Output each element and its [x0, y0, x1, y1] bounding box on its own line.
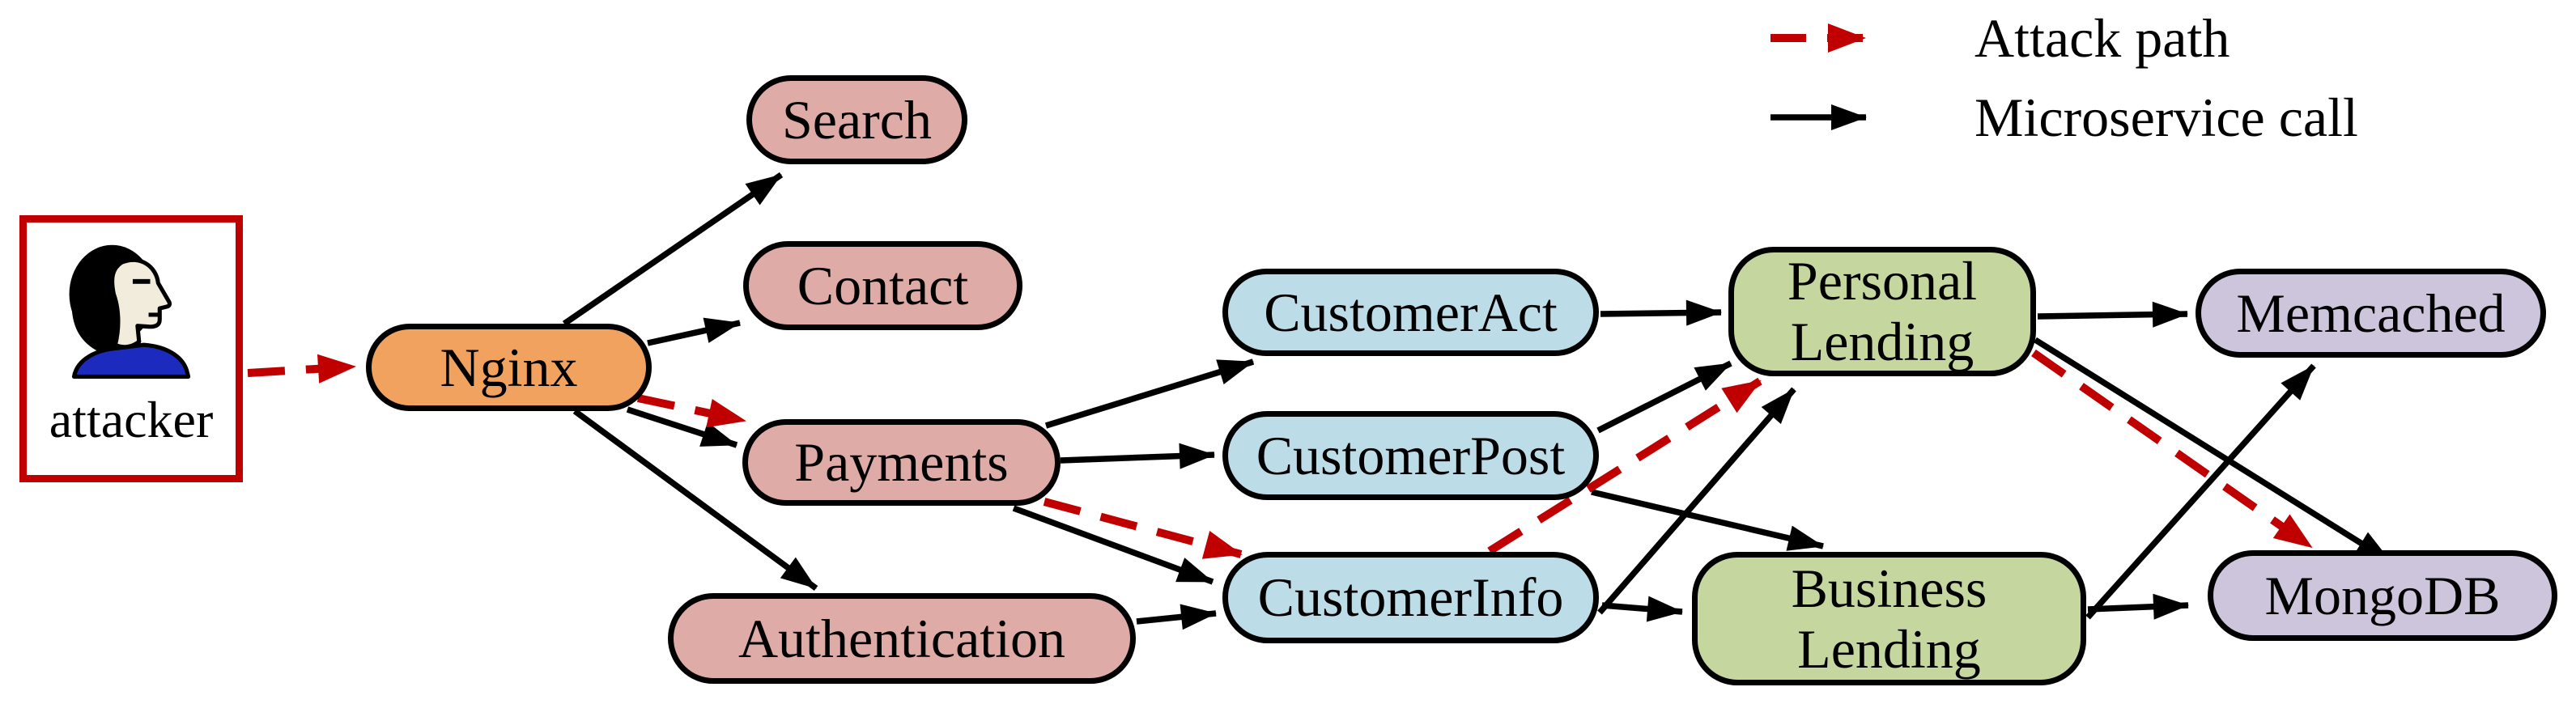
edge-nginx-payments: [626, 406, 738, 448]
node-mongodb: MongoDB: [2208, 550, 2557, 641]
edge-customerinfo-business: [1601, 596, 1683, 622]
microservice-call-arrow-icon: [1770, 104, 1867, 130]
node-payments-label: Payments: [794, 431, 1009, 494]
edge-personal-mongodb: [2034, 337, 2392, 565]
node-nginx: Nginx: [366, 324, 652, 411]
node-personal-lending: Personal Lending: [1728, 247, 2036, 376]
attacker-node: attacker: [19, 215, 243, 482]
node-search: Search: [746, 75, 967, 164]
edge-personal-memcached: [2037, 301, 2188, 328]
node-authentication: Authentication: [668, 593, 1136, 684]
node-business-lending-label: Business Lending: [1791, 557, 1987, 680]
legend-microservice-call-label: Microservice call: [1975, 87, 2358, 148]
node-nginx-label: Nginx: [440, 336, 578, 398]
node-personal-lending-label: Personal Lending: [1787, 250, 1978, 372]
node-business-lending: Business Lending: [1692, 552, 2086, 685]
attack-edge-payments-customerinfo: [1043, 498, 1243, 559]
attack-edge-customerinfo-personal: [1487, 377, 1762, 555]
legend: Attack path Microservice call: [1769, 5, 2358, 151]
node-mongodb-label: MongoDB: [2264, 564, 2501, 626]
node-customerpost-label: CustomerPost: [1256, 424, 1566, 486]
node-memcached-label: Memcached: [2236, 282, 2506, 344]
node-customeract-label: CustomerAct: [1264, 281, 1558, 343]
attack-edge-personal-mongodb: [2031, 349, 2314, 551]
node-contact: Contact: [743, 241, 1022, 330]
edge-business-memcached: [2085, 363, 2316, 620]
edge-nginx-authentication: [572, 408, 818, 592]
node-contact-label: Contact: [797, 254, 969, 316]
edge-nginx-contact: [647, 317, 741, 346]
edge-payments-customerpost: [1060, 443, 1215, 469]
attack-edge-attacker-nginx: [247, 354, 356, 384]
node-customeract: CustomerAct: [1222, 269, 1599, 356]
node-memcached: Memcached: [2196, 269, 2546, 358]
edge-authentication-customerinfo: [1136, 604, 1217, 630]
attack-edge-nginx-payments: [636, 394, 746, 428]
node-customerpost: CustomerPost: [1222, 411, 1599, 500]
attacker-person-icon: [69, 244, 191, 379]
edge-nginx-search: [562, 172, 784, 327]
edge-customerinfo-personal: [1597, 387, 1796, 615]
legend-item-attack-path: Attack path: [1769, 5, 2358, 71]
node-customerinfo-label: CustomerInfo: [1257, 566, 1564, 629]
node-customerinfo: CustomerInfo: [1222, 552, 1599, 643]
node-search-label: Search: [781, 88, 932, 151]
edge-business-mongodb: [2087, 593, 2189, 620]
edge-customerpost-business: [1591, 489, 1824, 551]
legend-attack-path-label: Attack path: [1975, 7, 2230, 69]
edge-customeract-personal: [1600, 299, 1722, 326]
edge-payments-customeract: [1044, 358, 1255, 429]
node-payments: Payments: [742, 419, 1061, 506]
attack-path-arrow-icon: [1770, 23, 1866, 53]
node-authentication-label: Authentication: [738, 607, 1066, 669]
attacker-label: attacker: [49, 391, 214, 448]
edge-customerpost-personal: [1596, 360, 1732, 434]
legend-item-microservice-call: Microservice call: [1769, 84, 2358, 151]
edge-payments-customerinfo: [1012, 505, 1214, 585]
